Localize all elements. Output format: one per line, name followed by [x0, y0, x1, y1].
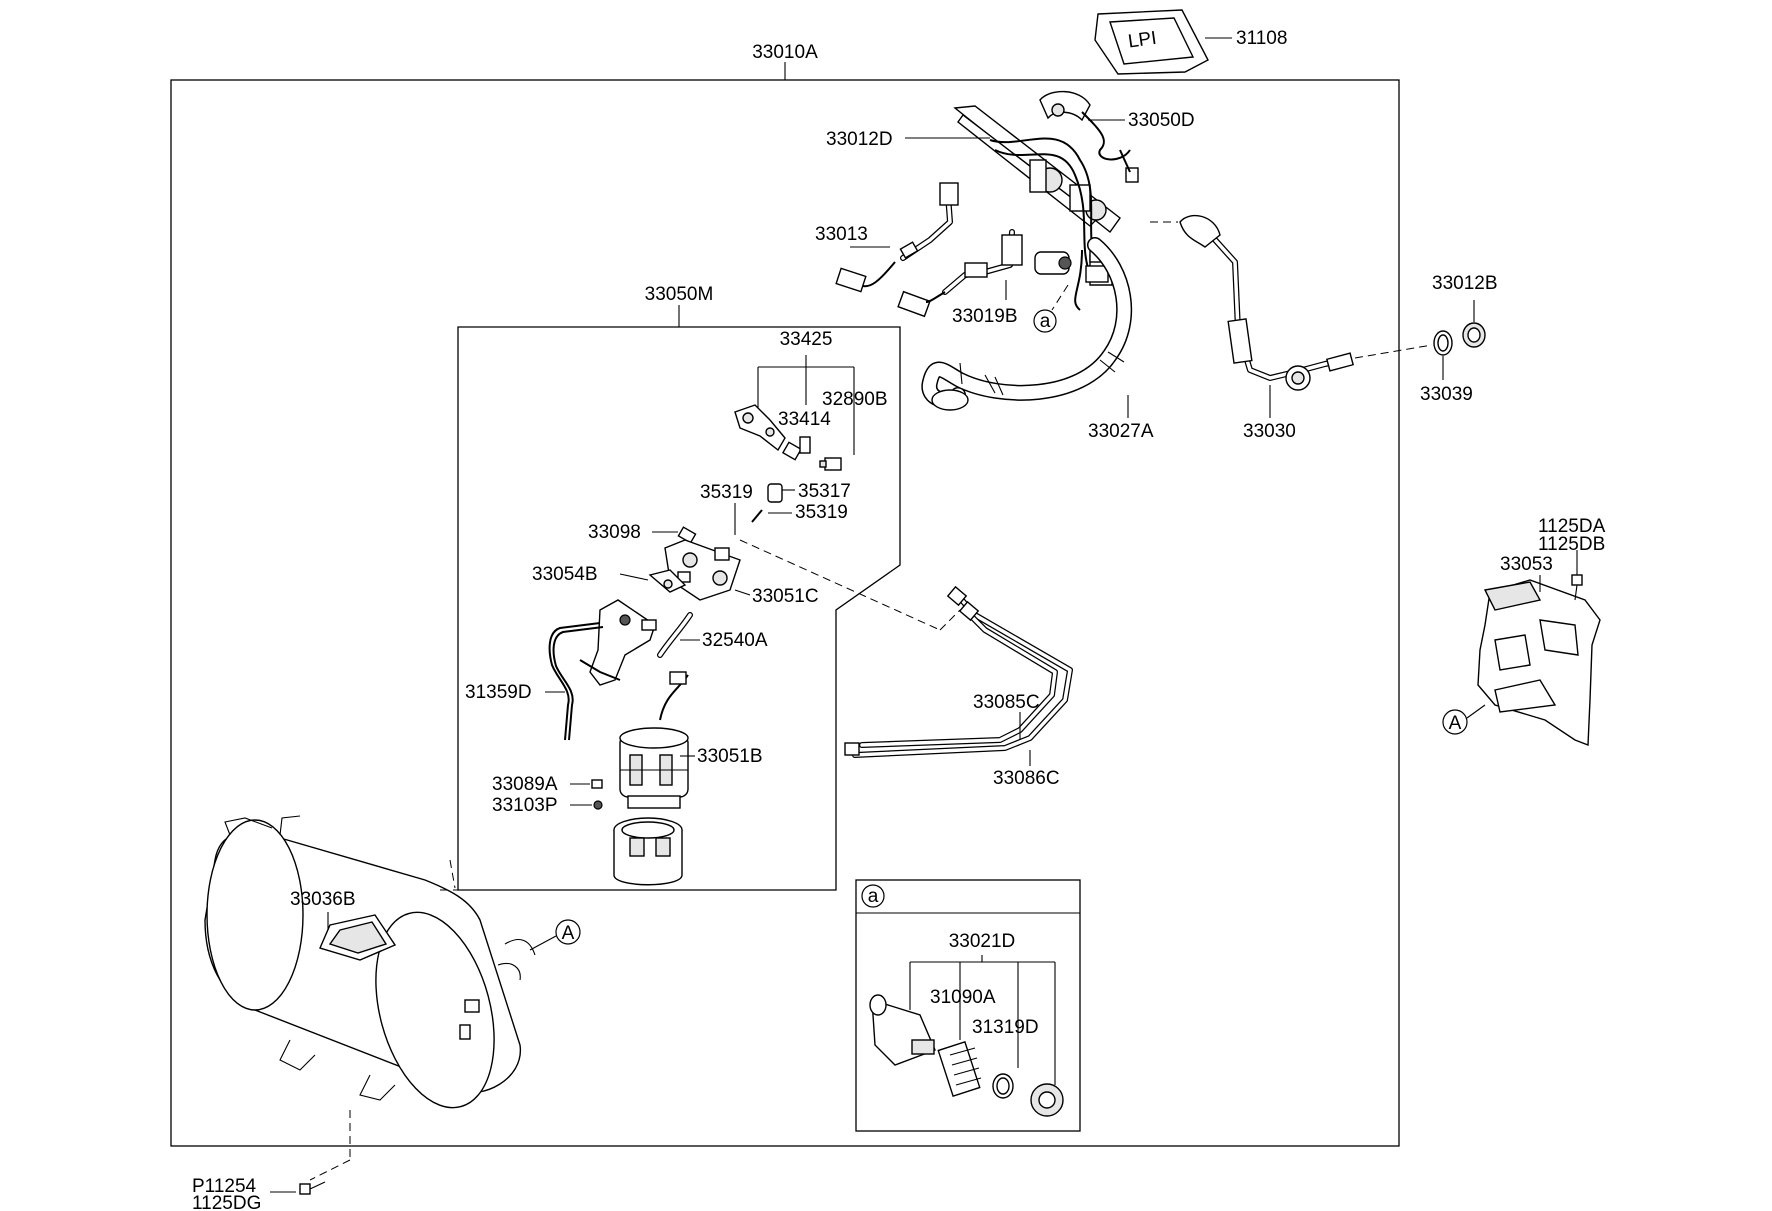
detail-a-ref-circle — [861, 884, 885, 908]
label-35317: 35317 — [798, 481, 851, 502]
filter-cap — [1030, 1083, 1064, 1117]
fuel-cap-31108: LPI — [1094, 9, 1209, 75]
ref-A-tank-letter: A — [562, 923, 575, 944]
label-33039: 33039 — [1420, 384, 1473, 405]
hose-32540A — [657, 612, 693, 658]
filter-housing — [869, 994, 936, 1066]
label-33054B: 33054B — [532, 564, 598, 585]
label-33030: 33030 — [1243, 421, 1296, 442]
label-P11254: P11254 — [192, 1176, 257, 1197]
label-33050M: 33050M — [645, 284, 714, 305]
label-33050D: 33050D — [1128, 110, 1195, 131]
clip-33089A — [591, 779, 603, 789]
regulator-33425 — [734, 404, 811, 461]
label-33012D: 33012D — [826, 129, 893, 150]
ref-a-callout-letter: a — [1040, 311, 1051, 332]
wire-31359D — [548, 622, 604, 741]
sensor-33019B — [897, 229, 1109, 318]
label-31108: 31108 — [1236, 28, 1287, 49]
label-33010A: 33010A — [752, 42, 818, 63]
label-33086C: 33086C — [993, 768, 1060, 789]
label-1125DG: 1125DG — [192, 1193, 261, 1211]
label-1125DB: 1125DB — [1538, 534, 1605, 555]
label-33021D: 33021D — [949, 931, 1016, 952]
detail-a-frame — [855, 879, 1081, 1132]
label-33089A: 33089A — [492, 774, 558, 795]
label-1125DA: 1125DA — [1538, 516, 1606, 537]
bolt-P11254 — [299, 1181, 326, 1195]
fuel-lines-33085C-33086C — [844, 585, 1073, 758]
label-33053: 33053 — [1500, 554, 1553, 575]
label-33103P: 33103P — [492, 795, 558, 816]
label-33425: 33425 — [780, 329, 833, 350]
label-33051C: 33051C — [752, 586, 819, 607]
label-33085C: 33085C — [973, 692, 1040, 713]
ref-A-shield-circle — [1442, 709, 1468, 735]
ref-A-shield-letter: A — [1449, 713, 1462, 734]
ref-A-tank-circle — [555, 919, 581, 945]
washer-33039 — [1433, 330, 1453, 356]
flange-plate-33051C — [664, 539, 941, 631]
nut-33103P — [593, 800, 603, 810]
label-33414: 33414 — [778, 409, 831, 430]
detail-a-ref-letter: a — [868, 886, 879, 907]
label-33098: 33098 — [588, 522, 641, 543]
float-arm-assembly — [579, 599, 657, 686]
o-ring-31319D — [992, 1073, 1014, 1099]
label-32540A: 32540A — [702, 630, 768, 651]
harness-connector-33050D — [1039, 90, 1139, 183]
label-31359D: 31359D — [465, 682, 532, 703]
valve-plate-33012D — [953, 105, 1121, 311]
nut-33012B — [1462, 322, 1486, 348]
label-31090A: 31090A — [930, 987, 996, 1008]
ref-a-callout-circle — [1033, 309, 1057, 333]
label-33012B: 33012B — [1432, 273, 1498, 294]
label-35319-upper: 35319 — [700, 482, 753, 503]
svg-text:LPI: LPI — [1127, 28, 1158, 53]
bracket-33054B — [648, 569, 687, 593]
label-33027A: 33027A — [1088, 421, 1154, 442]
label-33019B: 33019B — [952, 306, 1018, 327]
filter-element-31090A — [937, 1040, 982, 1098]
solenoid-valve — [1034, 251, 1072, 275]
label-33036B: 33036B — [290, 889, 356, 910]
clip-33098 — [677, 526, 697, 544]
level-sensor-33013 — [835, 182, 959, 293]
label-33013: 33013 — [815, 224, 868, 245]
fitting-35317 — [767, 483, 783, 503]
label-35319-lower: 35319 — [795, 502, 848, 523]
fill-line-33030 — [1150, 214, 1433, 391]
fitting-32890B — [819, 457, 842, 471]
heat-shield-33053 — [1477, 579, 1601, 747]
label-33051B: 33051B — [697, 746, 763, 767]
pump-filter-cup — [613, 817, 683, 886]
fuel-pump-33051B — [619, 671, 689, 809]
hose-33027A — [921, 237, 1133, 411]
lpg-tank — [204, 815, 536, 1109]
label-32890B: 32890B — [822, 389, 888, 410]
label-31319D: 31319D — [972, 1017, 1039, 1038]
